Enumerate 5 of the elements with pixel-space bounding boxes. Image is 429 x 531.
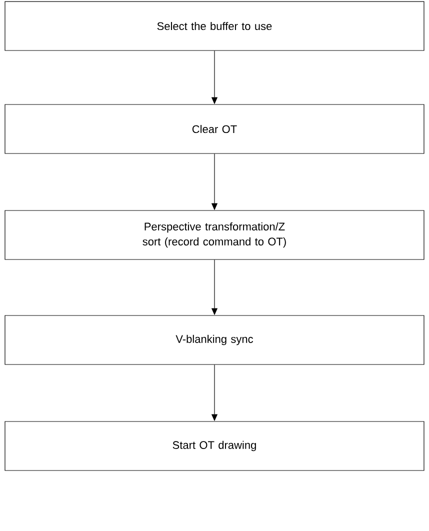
process-box: V-blanking sync <box>4 315 424 365</box>
process-box: Clear OT <box>4 104 424 154</box>
process-box: Perspective transformation/Z sort (record command to OT) <box>4 210 424 260</box>
process-box: Select the buffer to use <box>4 1 424 51</box>
process-box: Start OT drawing <box>4 421 424 471</box>
